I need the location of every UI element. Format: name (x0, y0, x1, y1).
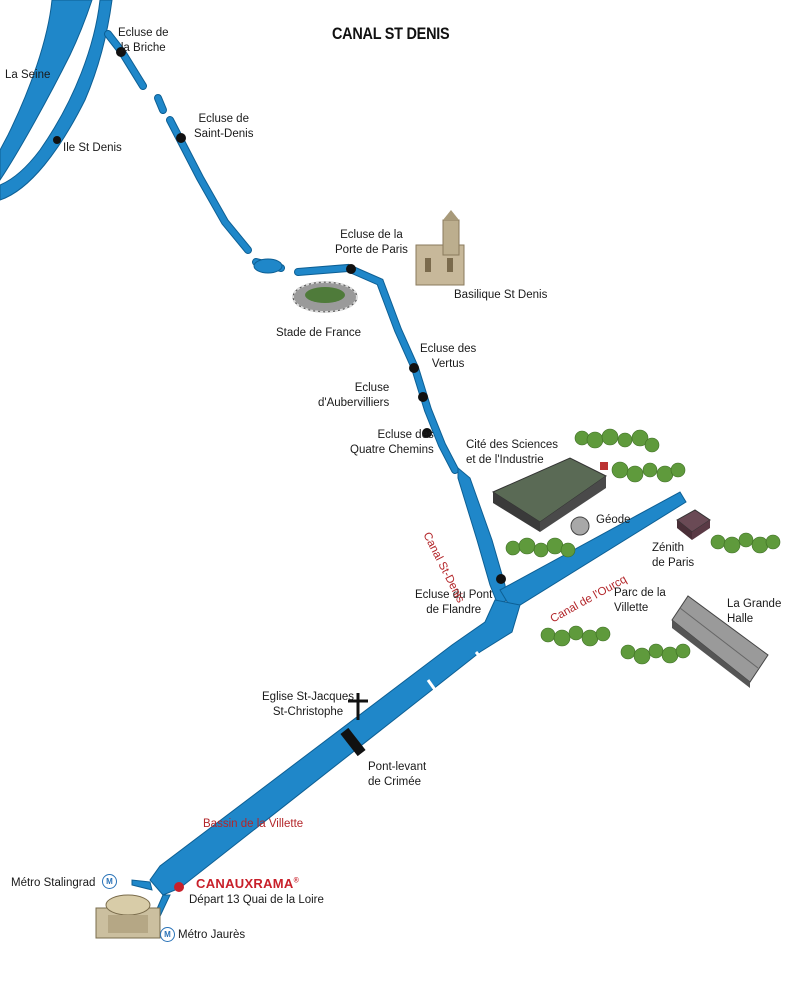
grande-halle-label: La Grande Halle (727, 598, 782, 625)
church-cross-icon (348, 693, 368, 720)
grande-halle-icon (671, 595, 769, 688)
canauxrama-brand: CANAUXRAMA® (196, 876, 299, 891)
lock-dot-quatre-chemins (422, 428, 432, 438)
brand-trademark: ® (293, 877, 300, 885)
departure-address: Départ 13 Quai de la Loire (189, 894, 324, 906)
pont-levant-bridge (340, 727, 366, 757)
lock-dot-briche (116, 47, 126, 57)
bassin-arm-stalingrad (131, 879, 153, 891)
basilique-icon (415, 210, 465, 286)
stade-de-france-icon (292, 281, 358, 313)
stade-label: Stade de France (276, 327, 362, 339)
tree-cluster (620, 643, 691, 665)
lock-dot-pont-de-flandre (496, 574, 506, 584)
lock-label-aubervilliers: Ecluse d'Aubervilliers (318, 382, 390, 409)
lock-markers (53, 47, 506, 584)
tree-cluster (574, 428, 660, 453)
cite-label: Cité des Sciences et de l'Industrie (466, 439, 559, 466)
seine-river-arm (0, 0, 113, 201)
metro-stalingrad-icon: M (102, 874, 117, 889)
bassin-label: Bassin de la Villette (203, 818, 304, 830)
lock-label-quatre-chemins: Ecluse des Quatre Chemins (350, 429, 434, 456)
lock-dot-vertus (409, 363, 419, 373)
map-title: CANAL ST DENIS (332, 24, 450, 43)
eglise-label: Eglise St-Jacques St-Christophe (262, 691, 355, 718)
lock-dot-aubervilliers (418, 392, 428, 402)
tree-cluster (710, 532, 781, 554)
basilique-label: Basilique St Denis (454, 289, 548, 301)
bridge-gap (426, 679, 440, 695)
parc-label: Parc de la Villette (614, 587, 666, 614)
bridge-gap (474, 651, 488, 665)
bassin-de-la-villette (149, 599, 521, 896)
canal-basin-stade (253, 258, 283, 274)
geode-label: Géode (596, 514, 631, 526)
geode-icon (570, 516, 590, 536)
lock-label-vertus: Ecluse des Vertus (420, 343, 477, 370)
tree-cluster (540, 625, 611, 647)
zenith-icon (676, 509, 711, 540)
lock-dot-porte-de-paris (346, 264, 356, 274)
ile-st-denis-label: Ile St Denis (63, 142, 122, 154)
seine-river (0, 0, 93, 181)
metro-jaures-label: Métro Jaurès (178, 929, 246, 941)
metro-jaures-icon: M (160, 927, 175, 942)
pont-label: Pont-levant de Crimée (368, 761, 427, 788)
zenith-label: Zénith de Paris (652, 542, 695, 569)
lock-dot-saint-denis (176, 133, 186, 143)
lock-label-pont-de-flandre: Ecluse du Pont de Flandre (415, 589, 493, 616)
tree-cluster (611, 461, 686, 483)
ile-st-denis-dot (53, 136, 61, 144)
tree-cluster (505, 537, 576, 558)
lock-label-briche: Ecluse de la Briche (118, 27, 169, 54)
cite-des-sciences-icon (491, 457, 608, 532)
departure-marker (174, 882, 184, 892)
seine-label: La Seine (5, 69, 51, 81)
lock-label-porte-de-paris: Ecluse de la Porte de Paris (335, 229, 408, 256)
brand-name: CANAUXRAMA (196, 876, 294, 891)
tree-clusters (505, 428, 781, 665)
metro-stalingrad-label: Métro Stalingrad (11, 877, 96, 889)
lock-label-saint-denis: Ecluse de Saint-Denis (194, 113, 254, 140)
rotonde-icon (95, 894, 161, 939)
